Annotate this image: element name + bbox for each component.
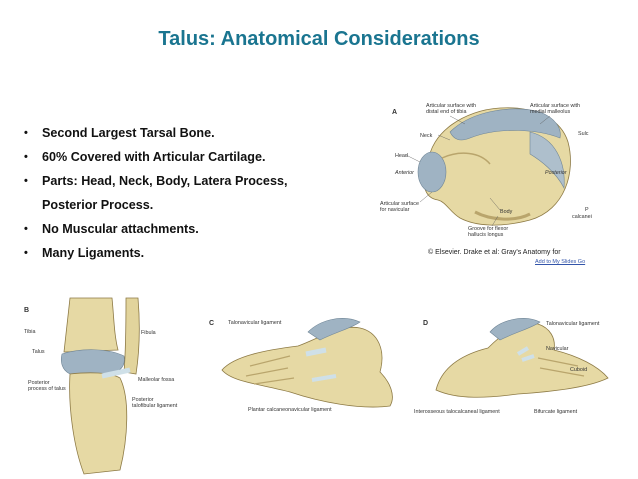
figure-a-letter: A [392, 109, 398, 116]
bullet-text: Parts: Head, Neck, Body, Latera Process, [42, 174, 288, 188]
label-talonavicular-d: Talonavicular ligament [546, 321, 600, 327]
foot-medial-illustration [221, 318, 393, 408]
bullet-list: • Second Largest Tarsal Bone. • 60% Covere… [24, 126, 354, 270]
label-art-tibia: Articular surface with distal end of tib… [426, 103, 477, 115]
talus-illustration [417, 107, 571, 226]
label-cuboid: Cuboid [570, 367, 588, 373]
copyright-text: © Elsevier. Drake et al: Gray's Anatomy … [428, 249, 561, 256]
bullet-item: • Second Largest Tarsal Bone. [24, 126, 354, 141]
foot-lateral-illustration [435, 318, 609, 398]
figure-c-letter: C [209, 320, 215, 327]
label-posterior: Posterior [545, 170, 567, 176]
label-interosseous: Interosseous talocalcaneal ligament [414, 409, 500, 415]
label-groove: Groove for flexor hallucis longus [468, 226, 509, 238]
bullet-text: 60% Covered with Articular Cartilage. [42, 150, 266, 164]
label-malleolar-fossa: Malleolar fossa [138, 377, 175, 383]
figure-a-leader-lines [405, 115, 551, 227]
label-navicular: Navicular [546, 346, 569, 352]
label-bifurcate: Bifurcate ligament [534, 409, 578, 415]
label-plantar: Plantar calcaneonavicular ligament [248, 407, 332, 413]
figure-b-letter: B [24, 307, 30, 314]
label-posterior-process: Posterior process of talus [28, 380, 66, 392]
bullet-dot-icon: • [24, 247, 28, 259]
label-head: Head [395, 153, 408, 159]
bullet-text: Posterior Process. [42, 198, 154, 212]
label-p: P [585, 207, 589, 213]
bullet-text: No Muscular attachments. [42, 222, 199, 236]
bullet-text: Second Largest Tarsal Bone. [42, 126, 215, 140]
bullet-dot-icon: • [24, 127, 28, 139]
label-tibia: Tibia [24, 329, 36, 335]
add-to-slides-link[interactable]: Add to My Slides Go [535, 259, 586, 265]
label-posterior-ligament: Posterior talofibular ligament [132, 397, 178, 409]
label-anterior: Anterior [395, 170, 414, 176]
label-talonavicular-c: Talonavicular ligament [228, 320, 282, 326]
label-sulc: Sulc [578, 131, 589, 137]
bullet-item: • 60% Covered with Articular Cartilage. [24, 150, 354, 165]
label-body: Body [500, 209, 513, 215]
ankle-posterior-illustration [60, 297, 140, 475]
label-neck: Neck [420, 133, 433, 139]
bullet-continuation: Posterior Process. [24, 198, 354, 213]
label-calcanei: calcanei [572, 214, 592, 220]
label-art-navicular: Articular surface for navicular [380, 201, 419, 213]
slide-title: Talus: Anatomical Considerations [158, 28, 480, 50]
bullet-item: • Many Ligaments. [24, 246, 354, 261]
bullet-dot-icon: • [24, 151, 28, 163]
bullet-text: Many Ligaments. [42, 246, 145, 260]
bullet-item: • No Muscular attachments. [24, 222, 354, 237]
label-art-malleolus: Articular surface with medial malleolus [530, 103, 581, 115]
bullet-dot-icon: • [24, 223, 28, 235]
label-fibula: Fibula [141, 330, 156, 336]
figure-d-letter: D [423, 320, 429, 327]
bullet-dot-icon: • [24, 175, 28, 187]
bullet-item: • Parts: Head, Neck, Body, Latera Process… [24, 174, 354, 189]
label-talus: Talus [32, 349, 45, 355]
